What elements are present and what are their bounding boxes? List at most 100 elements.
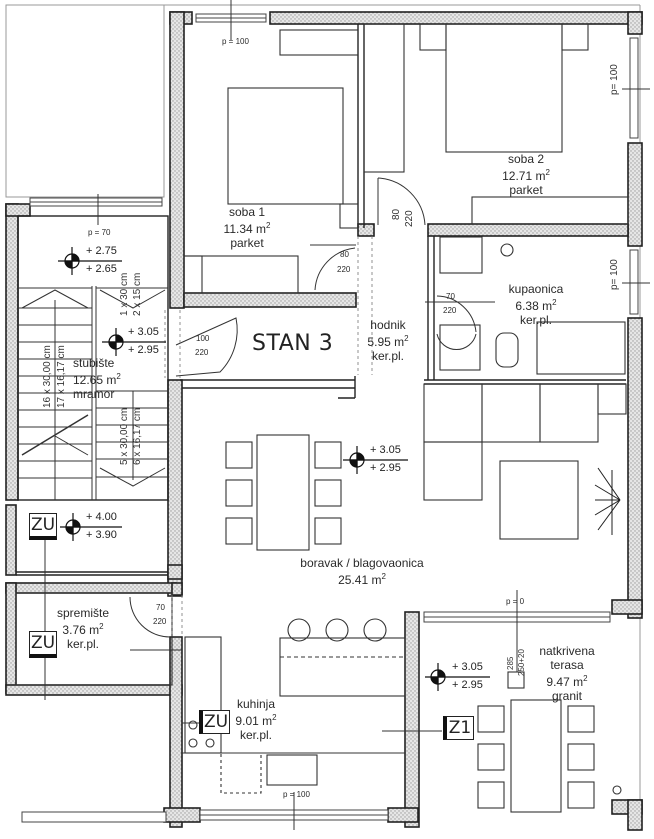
level-stair-mid-lower: + 2.95 — [128, 344, 159, 356]
area-unit: 2 — [99, 622, 104, 631]
area-value: 3.76 m — [62, 623, 100, 637]
room-area: 25.41 m2 — [300, 570, 423, 587]
room-label-kupaonica: kupaonica 6.38 m2 ker.pl. — [509, 282, 564, 327]
furniture — [15, 23, 629, 813]
area-unit: 2 — [552, 298, 557, 307]
room-label-soba1: soba 1 11.34 m2 parket — [224, 205, 271, 250]
door-label-entry-w: 100 — [196, 334, 210, 343]
room-label-stubiste-text: stubište 12.65 m2 mramor — [73, 356, 121, 401]
window-label-stair: p = 70 — [88, 228, 111, 237]
area-value: 5.95 m — [367, 335, 405, 349]
room-name: kuhinja — [236, 697, 276, 711]
room-area: 12.71 m2 — [502, 166, 550, 183]
room-name: spremište — [56, 606, 110, 620]
leader-lines — [44, 0, 650, 830]
room-floor: ker.pl. — [519, 313, 552, 327]
area-value: 9.01 m — [235, 714, 273, 728]
area-value: 12.65 m — [73, 373, 117, 387]
stair-dim-c1: 5 x 30,00 cm — [119, 407, 130, 465]
door-label-soba2-w: 80 — [391, 208, 402, 220]
area-unit: 2 — [404, 334, 409, 343]
room-name: boravak / blagovaonica — [300, 556, 424, 570]
room-floor: parket — [230, 236, 264, 250]
room-floor: ker.pl. — [239, 728, 273, 742]
area-unit: 2 — [545, 168, 550, 177]
frame-lines — [5, 4, 641, 830]
tag-zu-storage: ZU — [29, 631, 57, 658]
stair-dim-b2: 17 x 16,17 cm — [56, 345, 67, 408]
door-swings — [129, 177, 477, 638]
area-unit: 2 — [381, 572, 386, 581]
room-name: soba 2 — [507, 152, 545, 166]
room-area: 9.47 m2 — [539, 672, 594, 689]
room-floor: ker.pl. — [371, 349, 405, 363]
plan-title: STAN 3 — [252, 331, 334, 356]
stair-dim-c2: 6 x 16,17 cm — [132, 407, 143, 465]
area-value: 9.47 m — [546, 675, 584, 689]
fireplace-icon — [594, 467, 621, 531]
room-area: 9.01 m2 — [235, 711, 276, 728]
room-label-spremiste: spremište 3.76 m2 ker.pl. — [57, 606, 109, 651]
room-area: 11.34 m2 — [224, 219, 271, 236]
area-value: 6.38 m — [515, 299, 553, 313]
room-area: 5.95 m2 — [367, 332, 408, 349]
room-label-boravak: boravak / blagovaonica 25.41 m2 — [300, 556, 423, 587]
window-label-top: p = 100 — [222, 37, 249, 46]
tag-zu-kitchen: ZU — [199, 710, 230, 734]
stairs — [18, 286, 168, 500]
level-stair-mid-upper: + 3.05 — [128, 326, 159, 338]
stair-dim-b1: 16 x 30,00 cm — [42, 345, 53, 408]
door-label-soba1-w: 80 — [340, 250, 349, 259]
level-zu-upper: + 4.00 — [86, 511, 117, 523]
level-stair-top-upper: + 2.75 — [86, 245, 117, 257]
room-area: 6.38 m2 — [509, 296, 564, 313]
room-label-kuhinja: kuhinja 9.01 m2 ker.pl. — [235, 697, 276, 742]
window-label-terrace: p = 0 — [506, 597, 525, 606]
door-label-storage-w: 70 — [156, 603, 165, 612]
stair-dim-a2: 2 x 15 cm — [132, 272, 143, 316]
terrace-dim-1: 285 — [506, 656, 515, 670]
door-label-soba2-h: 220 — [404, 210, 415, 227]
room-name: natkrivena — [539, 644, 595, 658]
area-unit: 2 — [266, 221, 271, 230]
room-area: 3.76 m2 — [57, 620, 109, 637]
room-label-soba2: soba 2 12.71 m2 parket — [502, 152, 550, 197]
door-label-entry-h: 220 — [195, 348, 209, 357]
level-terrace-upper: + 3.05 — [452, 661, 483, 673]
area-unit: 2 — [116, 372, 121, 381]
room-label-terasa: natkrivena terasa 9.47 m2 granit — [539, 644, 594, 703]
stair-dim-a1: 1 x 30 cm — [119, 272, 130, 316]
area-value: 25.41 m — [338, 573, 382, 587]
tag-z1-terrace: Z1 — [443, 716, 474, 740]
room-floor: granit — [551, 689, 583, 703]
room-label-hodnik: hodnik 5.95 m2 ker.pl. — [367, 318, 408, 363]
room-name: stubište — [73, 356, 115, 370]
window-label-kitchen: p = 100 — [283, 790, 310, 799]
room-area: 12.65 m2 — [73, 370, 121, 387]
level-stair-top-lower: + 2.65 — [86, 263, 117, 275]
level-living-lower: + 2.95 — [370, 462, 401, 474]
tag-zu-stair: ZU — [29, 513, 57, 540]
door-label-bath-h: 220 — [443, 306, 457, 315]
room-name: kupaonica — [508, 282, 564, 296]
walls — [5, 11, 643, 831]
level-living-upper: + 3.05 — [370, 444, 401, 456]
terrace-dim-2: 250+20 — [517, 649, 526, 676]
room-floor: ker.pl. — [66, 637, 100, 651]
window-label-soba2: p= 100 — [609, 64, 620, 95]
area-unit: 2 — [272, 713, 277, 722]
level-terrace-lower: + 2.95 — [452, 679, 483, 691]
window-label-bath: p= 100 — [609, 259, 620, 290]
area-value: 11.34 m — [223, 222, 267, 236]
room-floor: mramor — [73, 387, 115, 401]
door-label-bath-w: 70 — [446, 292, 455, 301]
level-zu-lower: + 3.90 — [86, 529, 117, 541]
room-floor: parket — [509, 183, 543, 197]
area-value: 12.71 m — [502, 169, 546, 183]
room-name: hodnik — [370, 318, 406, 332]
room-name-2: terasa — [550, 658, 584, 672]
level-markers — [58, 247, 490, 691]
area-unit: 2 — [583, 674, 588, 683]
door-label-storage-h: 220 — [153, 617, 167, 626]
